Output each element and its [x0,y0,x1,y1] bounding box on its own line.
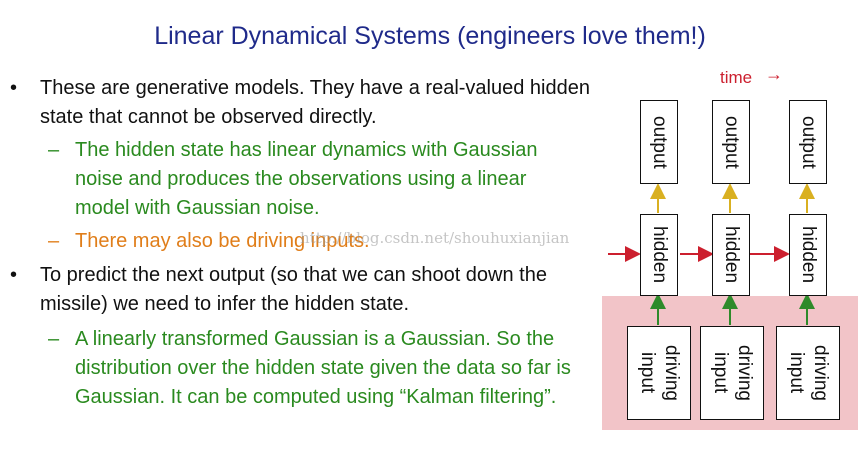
diagram-arrows [608,183,815,325]
hidden-box-2: hidden [712,214,750,296]
dash-symbol: – [48,230,60,252]
time-label: time [720,68,753,87]
hidden-label: hidden [798,226,819,284]
bullet-1-text: These are generative models. They have a… [40,77,590,128]
watermark-text: http://blog.csdn.net/shouhuxianjian [300,229,570,247]
dash-symbol: – [48,328,60,350]
bullet-2-text: To predict the next output (so that we c… [40,264,547,315]
subbullet-2-text: There may also be driving inputs. [75,230,370,252]
subbullet-1-text: The hidden state has linear dynamics wit… [75,139,538,219]
output-label: output [721,115,742,169]
bullet-dot: • [10,77,18,99]
hidden-box-3: hidden [789,214,827,296]
bullet-dot: • [10,264,18,286]
time-arrow-icon: → [765,64,783,84]
hidden-box-1: hidden [640,214,678,296]
output-box-2: output [712,100,750,184]
hidden-label: hidden [721,226,742,284]
driving-input-label: driving input [786,345,831,401]
driving-input-box-2: driving input [700,326,764,420]
lds-diagram: time → output output [600,60,860,440]
driving-input-label: driving input [637,345,682,401]
output-box-3: output [789,100,827,184]
output-label: output [798,115,819,169]
output-label: output [649,115,670,169]
driving-input-box-3: driving input [776,326,840,420]
subbullet-3-text: A linearly transformed Gaussian is a Gau… [75,328,571,408]
dash-symbol: – [48,139,60,161]
hidden-label: hidden [649,226,670,284]
output-box-1: output [640,100,678,184]
driving-input-label: driving input [710,345,755,401]
driving-input-box-1: driving input [627,326,691,420]
slide-title: Linear Dynamical Systems (engineers love… [154,22,706,50]
